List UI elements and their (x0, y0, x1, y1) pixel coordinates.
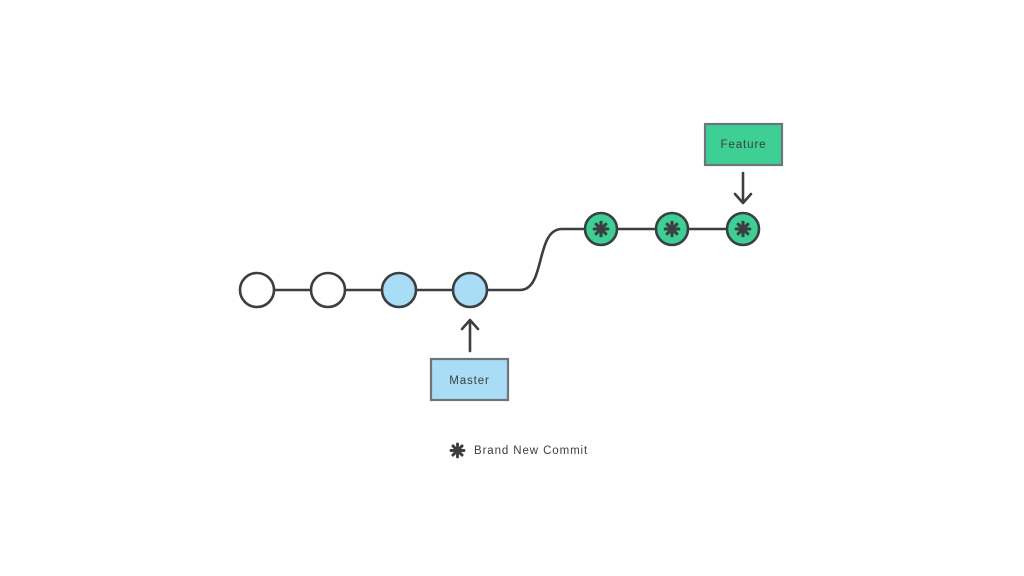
master-branch-label-box[interactable] (429, 357, 510, 402)
feature-branch-label-group[interactable]: Feature (703, 122, 784, 205)
arrow-down-icon (733, 171, 753, 205)
starburst-icon (449, 442, 466, 459)
edge-master-to-feature-curve (485, 227, 587, 292)
brand-new-commit-icon (663, 220, 681, 238)
commit-node-c3[interactable] (380, 271, 418, 309)
master-branch-label-text: Master (449, 375, 490, 387)
brand-new-commit-icon (592, 220, 610, 238)
commit-node-c1[interactable] (238, 271, 276, 309)
legend-item-label: Brand New Commit (474, 445, 588, 457)
feature-branch-label-text: Feature (721, 139, 767, 151)
commit-node-c4[interactable] (451, 271, 489, 309)
legend: Brand New Commit (449, 442, 588, 459)
master-branch-label-group[interactable]: Master (429, 318, 510, 402)
feature-commits (583, 211, 761, 247)
commit-node-c2[interactable] (309, 271, 347, 309)
feature-branch-label-box[interactable] (703, 122, 784, 167)
arrow-up-icon (460, 318, 480, 353)
master-commits (238, 271, 489, 309)
legend-item: Brand New Commit (449, 442, 588, 459)
branch-edges (272, 227, 729, 292)
brand-new-commit-icon (734, 220, 752, 238)
